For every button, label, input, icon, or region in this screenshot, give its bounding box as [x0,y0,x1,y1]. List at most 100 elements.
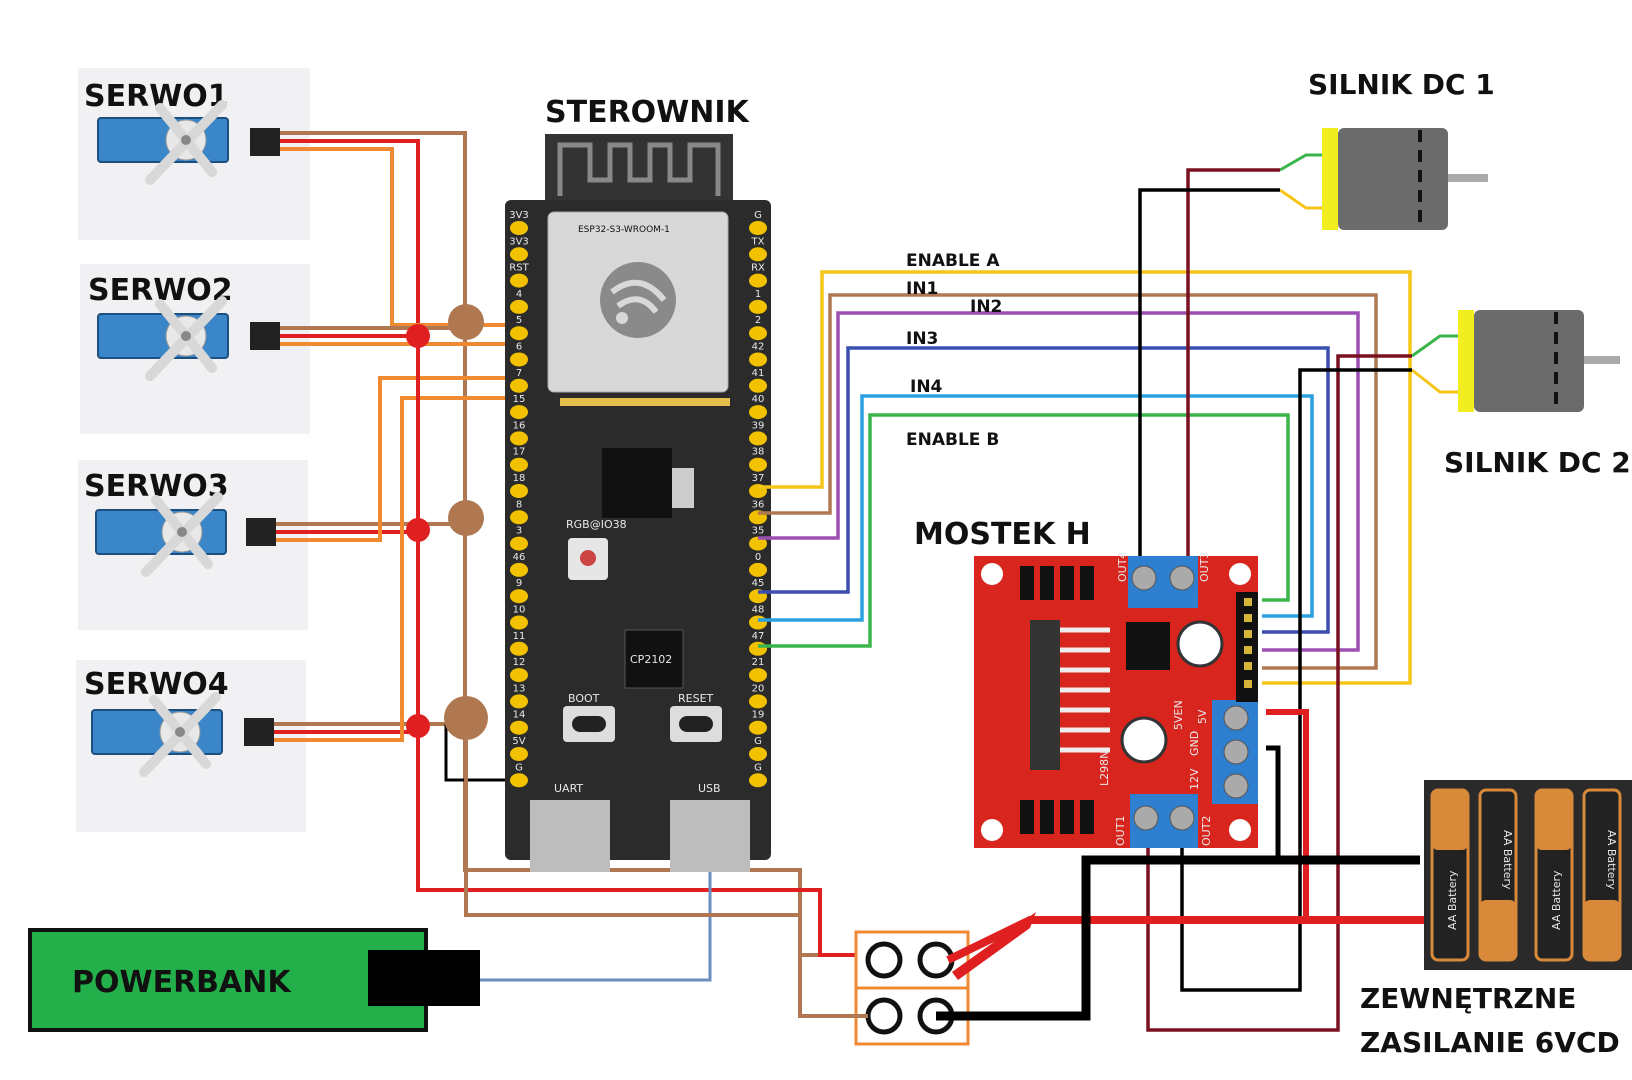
left-pin-pad-14[interactable] [510,589,528,604]
motor-2-label: SILNIK DC 2 [1444,446,1631,479]
12v-label: 12V [1188,768,1201,790]
usb-power-cable [480,872,712,982]
motor-1-yellow-lead [1279,188,1322,210]
right-pin-pad-21[interactable] [749,773,767,788]
left-pin-pad-3[interactable] [510,299,528,314]
right-pin-pad-8[interactable] [749,431,767,446]
left-pin-pad-0[interactable] [510,221,528,235]
right-pin-pad-17[interactable] [749,668,767,683]
right-pin-pad-19[interactable] [749,720,767,735]
motor-1-green-lead [1279,153,1322,172]
right-pin-pad-20[interactable] [749,747,767,761]
left-pin-label-4: 5 [516,315,522,326]
left-pin-pad-6[interactable] [510,378,528,393]
h-bridge: MOSTEK H OUT4 OUT3 OUT1 OUT2 12V GND 5V … [914,517,1258,848]
brown-junction-3 [444,696,488,740]
left-pin-pad-13[interactable] [510,562,528,577]
hbridge-mount-hole-1 [981,563,1003,585]
left-pin-pad-15[interactable] [510,615,528,630]
left-pin-label-2: RST [509,263,529,274]
right-pin-pad-0[interactable] [749,221,767,235]
hbridge-gnd-wire [1266,745,1281,860]
left-pin-pad-11[interactable] [510,510,528,525]
enable-b-label: ENABLE B [906,430,999,450]
rgb-led-lens [580,550,596,566]
powerbank: POWERBANK [28,928,480,1032]
motor-2-yellow-lead [1411,368,1458,394]
in2-wire [758,311,1360,652]
motor-2-shaft [1584,356,1620,364]
left-pin-pad-20[interactable] [510,747,528,761]
right-pin-label-0: G [754,210,762,221]
right-pin-label-16: 47 [752,631,765,642]
battery-cell-4-cap [1584,900,1620,960]
left-pin-pad-9[interactable] [510,457,528,472]
in1-label: IN1 [906,279,938,299]
right-pin-label-8: 39 [752,420,765,431]
right-pin-pad-3[interactable] [749,299,767,314]
right-pin-pad-16[interactable] [749,641,767,656]
right-pin-label-18: 20 [752,683,765,694]
left-pin-pad-10[interactable] [510,484,528,498]
terminal-out2-screw [1169,805,1195,831]
right-pin-pad-7[interactable] [749,405,767,420]
right-pin-label-21: G [754,762,762,773]
motor-1-label: SILNIK DC 1 [1308,68,1495,101]
terminal-12v-screw [1223,705,1249,731]
left-pin-pad-12[interactable] [510,536,528,551]
switch-terminal-3 [865,997,903,1035]
left-pin-pad-8[interactable] [510,431,528,446]
right-pin-label-14: 45 [752,578,765,589]
hbridge-12v-wire [1266,709,1309,920]
brown-junction-2 [448,500,484,536]
capacitor-1 [1176,620,1224,668]
right-pin-pad-1[interactable] [749,247,767,262]
right-pin-pad-18[interactable] [749,694,767,709]
red-junction-3 [406,714,430,738]
left-pin-label-7: 15 [513,394,526,405]
right-pin-pad-4[interactable] [749,326,767,341]
left-pin-pad-18[interactable] [510,694,528,709]
servo-3-connector [246,518,276,546]
switch-terminal-2 [917,941,955,979]
power-switch[interactable] [854,930,970,1046]
right-pin-pad-2[interactable] [749,273,767,288]
external-power-line1: ZEWNĘTRZNE [1360,982,1576,1015]
signal-wiring [758,270,1412,685]
left-pin-pad-5[interactable] [510,352,528,367]
left-pin-pad-19[interactable] [510,720,528,735]
usb-port[interactable] [670,800,750,872]
right-pin-pad-9[interactable] [749,457,767,472]
motor-1-body [1338,128,1448,230]
5v-label: 5V [1196,709,1209,724]
left-pin-pad-16[interactable] [510,641,528,656]
left-pin-pad-1[interactable] [510,247,528,262]
battery-cell-3-cap [1536,790,1572,850]
servo3-orange-wire [276,376,518,542]
capacitor-2 [1120,716,1168,764]
left-pin-label-20: 5V [512,736,525,747]
antenna-trace [557,142,721,196]
right-pin-pad-6[interactable] [749,378,767,393]
servo-4-connector [244,718,274,746]
left-pin-label-13: 46 [513,552,526,563]
left-pin-pad-7[interactable] [510,405,528,420]
left-pin-pad-17[interactable] [510,668,528,683]
usb-chip-label: CP2102 [630,653,672,666]
boot-label: BOOT [568,692,600,705]
right-pin-pad-12[interactable] [749,536,767,551]
right-pin-pad-5[interactable] [749,352,767,367]
servo-1-horn-screw [181,135,191,145]
left-pin-label-1: 3V3 [509,236,529,247]
left-pin-pad-2[interactable] [510,273,528,288]
left-pin-label-3: 4 [516,289,522,300]
hbridge-label: MOSTEK H [914,517,1091,552]
right-pin-pad-13[interactable] [749,562,767,577]
left-pin-pad-21[interactable] [510,773,528,788]
left-pin-pad-4[interactable] [510,326,528,341]
servo4-orange-wire [274,396,518,742]
left-pin-label-0: 3V3 [509,210,529,221]
uart-port[interactable] [530,800,610,872]
left-pin-label-12: 3 [516,526,522,537]
right-pin-pad-15[interactable] [749,615,767,630]
